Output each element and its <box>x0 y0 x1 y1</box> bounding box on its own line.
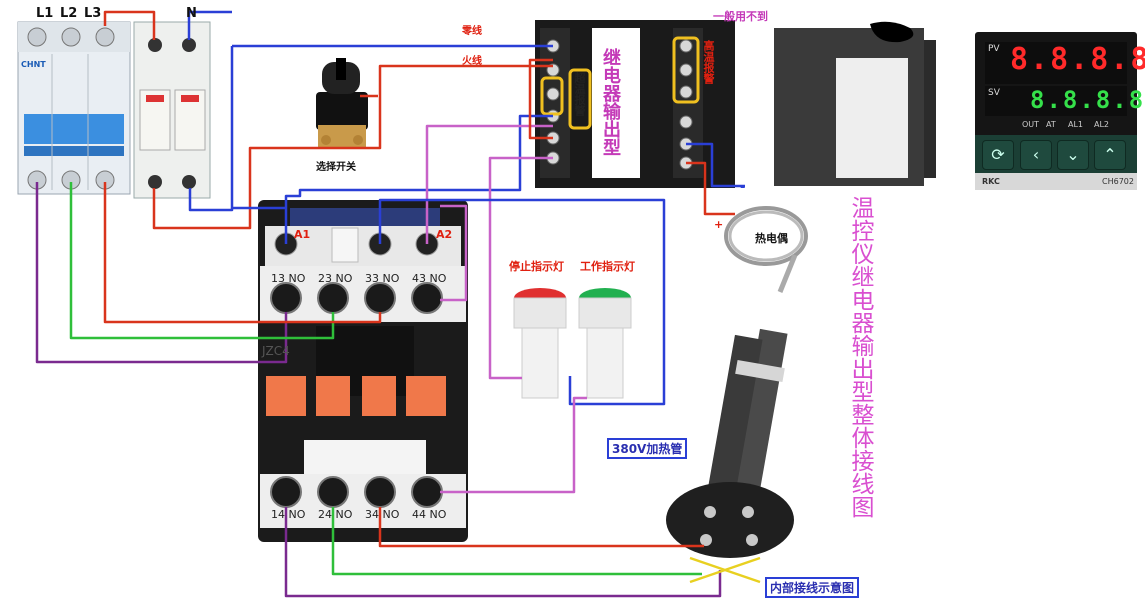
high-temp-alarm-label: 高温报警 <box>702 40 715 84</box>
stop-light-label: 停止指示灯 <box>509 260 564 273</box>
neutral-wire-label: 零线 <box>462 26 482 37</box>
set-key[interactable]: ⟳ <box>982 140 1014 170</box>
work-indicator-light <box>578 288 632 399</box>
stop-indicator-light <box>513 288 567 399</box>
terminal-24-label: 24 NO <box>318 508 353 521</box>
led-al1: AL1 <box>1068 120 1084 129</box>
selector-switch-label: 选择开关 <box>316 162 356 173</box>
selector-switch <box>316 58 368 147</box>
down-key[interactable]: ⌄ <box>1057 140 1089 170</box>
terminal-14-label: 14 NO <box>271 508 306 521</box>
terminal-44-label: 44 NO <box>412 508 447 521</box>
terminal-33-label: 33 NO <box>365 272 400 285</box>
temp-controller-rear <box>535 20 735 188</box>
wires <box>35 10 761 598</box>
fuse-holder <box>133 21 211 199</box>
pv-display: 8.8.8.8. <box>1010 42 1145 77</box>
live-wire-label: 火线 <box>462 56 482 67</box>
relay-output-type-label: 继电器输出型 <box>600 48 621 156</box>
display-model: CH6702 <box>1102 177 1134 186</box>
led-out: OUT <box>1022 120 1040 129</box>
breaker-brand: CHNT <box>21 60 46 69</box>
terminal-13-label: 13 NO <box>271 272 306 285</box>
contactor-body <box>258 200 468 542</box>
pv-label: PV <box>988 44 1000 54</box>
three-pole-breaker <box>17 21 131 195</box>
temp-controller-side <box>774 21 936 186</box>
l3-label: L3 <box>84 6 102 21</box>
internal-wiring-label: 内部接线示意图 <box>765 577 860 598</box>
coil-a2-label: A2 <box>436 228 453 241</box>
coil-a1-label: A1 <box>294 228 311 241</box>
up-key[interactable]: ⌃ <box>1094 140 1126 170</box>
diagram-title: 温控仪继电器输出型整体接线图 <box>847 196 873 518</box>
heater-tube <box>666 328 794 558</box>
l1-label: L1 <box>36 6 54 21</box>
l2-label: L2 <box>60 6 78 21</box>
n-label: N <box>186 6 197 21</box>
thermocouple <box>724 206 808 293</box>
work-light-label: 工作指示灯 <box>580 260 635 273</box>
over-temp-alarm-label: 超温报警 <box>573 72 586 116</box>
contactor-model: JZC4 <box>262 344 290 358</box>
thermocouple-minus: - <box>740 180 746 195</box>
thermocouple-label: 热电偶 <box>755 232 788 245</box>
led-al2: AL2 <box>1094 120 1110 129</box>
heater-label: 380V加热管 <box>607 438 688 459</box>
sv-label: SV <box>988 88 1000 98</box>
thermocouple-plus: + <box>714 218 724 231</box>
display-brand: RKC <box>982 177 1000 186</box>
led-at: AT <box>1046 120 1056 129</box>
shift-left-key[interactable]: ‹ <box>1020 140 1052 170</box>
generally-unused-label: 一般用不到 <box>713 10 768 23</box>
terminal-23-label: 23 NO <box>318 272 353 285</box>
terminal-43-label: 43 NO <box>412 272 447 285</box>
sv-display: 8.8.8.8. <box>1030 86 1145 114</box>
terminal-34-label: 34 NO <box>365 508 400 521</box>
